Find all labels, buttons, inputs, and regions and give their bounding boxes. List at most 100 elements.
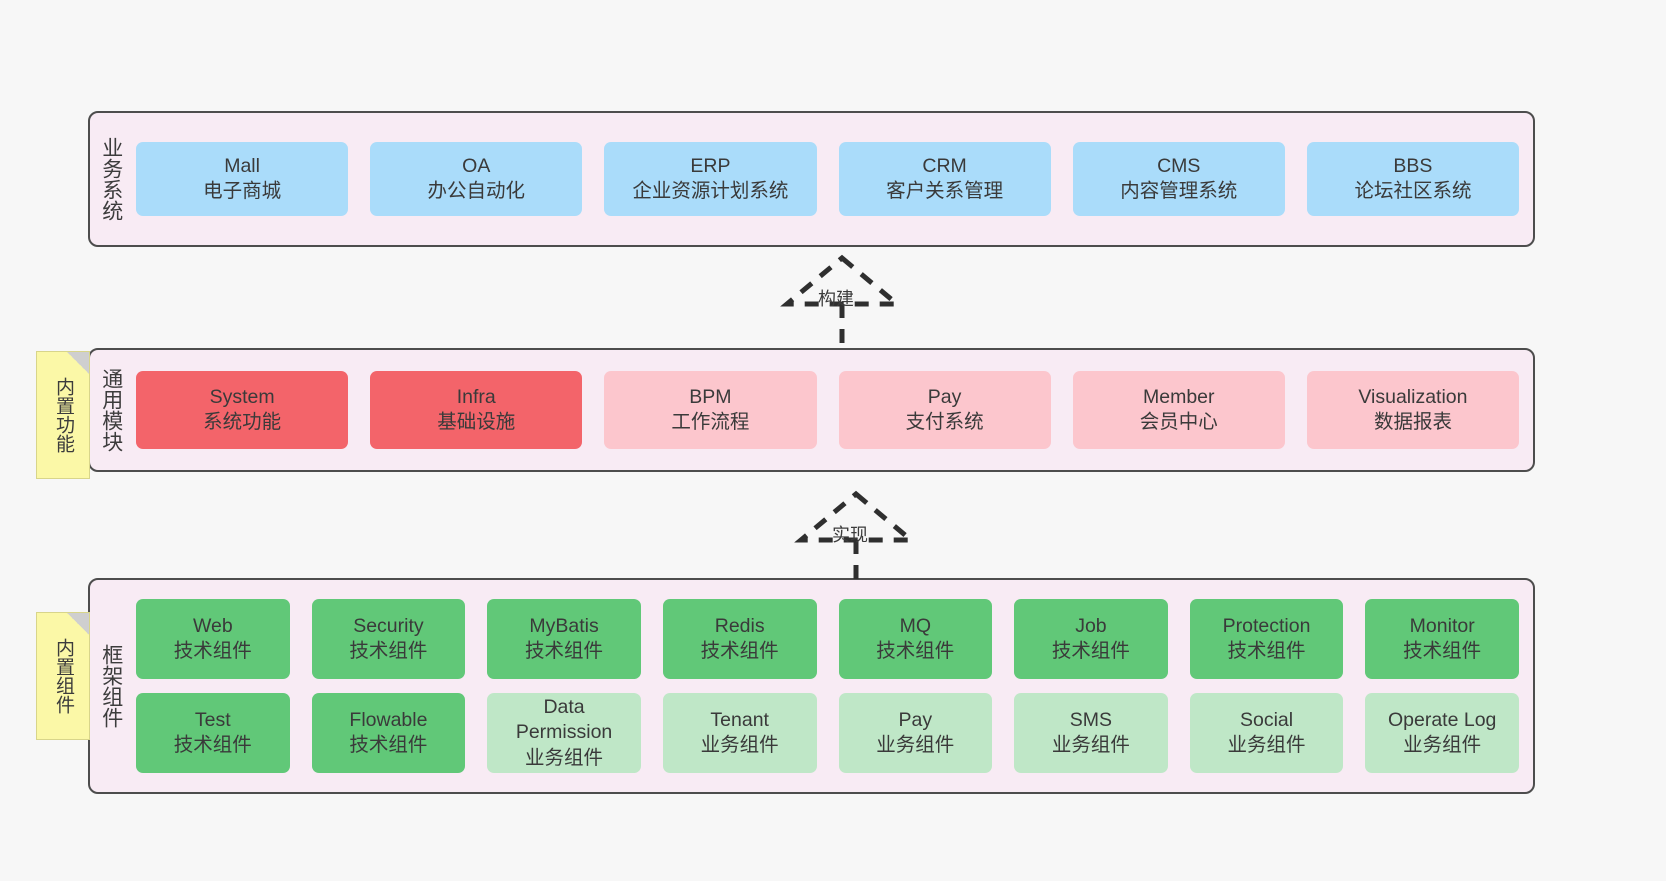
card-test[interactable]: Test 技术组件 xyxy=(136,693,290,773)
card-cms-title: CMS xyxy=(1157,154,1201,177)
card-tenant-title: Tenant xyxy=(710,708,769,731)
card-test-subtitle: 技术组件 xyxy=(173,734,252,756)
card-web[interactable]: Web 技术组件 xyxy=(136,599,290,679)
card-pay-module-title: Pay xyxy=(927,385,962,408)
card-sms[interactable]: SMS 业务组件 xyxy=(1014,693,1168,773)
card-mall[interactable]: Mall 电子商城 xyxy=(136,142,349,216)
card-test-title: Test xyxy=(194,708,231,731)
card-web-title: Web xyxy=(192,614,233,637)
card-monitor-title: Monitor xyxy=(1409,614,1475,637)
card-mybatis-title: MyBatis xyxy=(529,614,599,637)
card-data-permission-subtitle: 业务组件 xyxy=(525,746,604,769)
card-erp[interactable]: ERP 企业资源计划系统 xyxy=(604,142,817,216)
card-visualization[interactable]: Visualization 数据报表 xyxy=(1306,371,1520,449)
connector-build: 构建 xyxy=(752,252,932,348)
card-operate-log[interactable]: Operate Log 业务组件 xyxy=(1365,693,1519,773)
card-system[interactable]: System 系统功能 xyxy=(136,371,349,449)
card-crm-subtitle: 客户关系管理 xyxy=(886,180,1004,202)
connector-build-label: 构建 xyxy=(818,289,854,309)
card-mybatis-subtitle: 技术组件 xyxy=(525,640,604,662)
layer-common-modules-title: 通用模块 xyxy=(99,368,123,452)
module-card-row: System 系统功能 Infra 基础设施 BPM 工作流程 Pay 支付系统… xyxy=(136,371,1520,449)
framework-tech-row: Web 技术组件 Security 技术组件 MyBatis 技术组件 Redi… xyxy=(136,599,1519,679)
card-oa-subtitle: 办公自动化 xyxy=(427,180,526,202)
card-visualization-title: Visualization xyxy=(1358,385,1468,408)
card-bpm-title: BPM xyxy=(689,385,732,408)
card-system-title: System xyxy=(209,385,275,408)
layer-business-system: 业务系统 Mall 电子商城 OA 办公自动化 ERP 企业资源计划系统 CRM xyxy=(88,111,1535,247)
card-mq[interactable]: MQ 技术组件 xyxy=(838,599,993,679)
card-protection-subtitle: 技术组件 xyxy=(1227,640,1306,662)
card-erp-title: ERP xyxy=(690,154,731,177)
card-tenant[interactable]: Tenant 业务组件 xyxy=(662,693,817,773)
connector-implement-label: 实现 xyxy=(832,525,868,545)
card-job-title: Job xyxy=(1075,614,1107,637)
note-builtin-function: 内置功能 xyxy=(36,351,90,479)
card-security[interactable]: Security 技术组件 xyxy=(311,599,466,679)
card-pay-module-subtitle: 支付系统 xyxy=(905,411,984,433)
card-redis[interactable]: Redis 技术组件 xyxy=(662,599,817,679)
card-member-title: Member xyxy=(1143,385,1215,408)
note-builtin-function-text: 内置功能 xyxy=(53,377,75,453)
card-cms[interactable]: CMS 内容管理系统 xyxy=(1072,142,1285,216)
layer-framework-components-body: Web 技术组件 Security 技术组件 MyBatis 技术组件 Redi… xyxy=(132,580,1533,792)
card-protection[interactable]: Protection 技术组件 xyxy=(1189,599,1344,679)
card-mq-title: MQ xyxy=(899,614,932,637)
card-visualization-subtitle: 数据报表 xyxy=(1373,411,1452,433)
card-job[interactable]: Job 技术组件 xyxy=(1014,599,1168,679)
card-protection-title: Protection xyxy=(1222,614,1311,637)
card-infra-subtitle: 基础设施 xyxy=(437,411,516,433)
card-mall-subtitle: 电子商城 xyxy=(203,180,282,202)
note-builtin-component: 内置组件 xyxy=(36,612,90,740)
card-pay-module[interactable]: Pay 支付系统 xyxy=(838,371,1051,449)
card-crm-title: CRM xyxy=(922,154,967,177)
card-monitor-subtitle: 技术组件 xyxy=(1403,640,1482,662)
connector-implement: 实现 xyxy=(766,488,946,584)
card-social-subtitle: 业务组件 xyxy=(1227,734,1306,756)
card-oa[interactable]: OA 办公自动化 xyxy=(370,142,583,216)
card-flowable-title: Flowable xyxy=(349,708,428,731)
card-security-title: Security xyxy=(353,614,424,637)
card-social[interactable]: Social 业务组件 xyxy=(1189,693,1344,773)
note-builtin-component-text: 内置组件 xyxy=(53,638,75,714)
card-pay-component-title: Pay xyxy=(898,708,933,731)
card-infra[interactable]: Infra 基础设施 xyxy=(370,371,583,449)
layer-business-system-title: 业务系统 xyxy=(99,137,123,221)
card-pay-component-subtitle: 业务组件 xyxy=(876,734,955,756)
card-web-subtitle: 技术组件 xyxy=(173,640,252,662)
card-pay-component[interactable]: Pay 业务组件 xyxy=(838,693,993,773)
card-redis-subtitle: 技术组件 xyxy=(700,640,779,662)
layer-common-modules-body: System 系统功能 Infra 基础设施 BPM 工作流程 Pay 支付系统… xyxy=(132,350,1533,470)
card-data-permission[interactable]: Data Permission 业务组件 xyxy=(487,693,641,773)
card-monitor[interactable]: Monitor 技术组件 xyxy=(1365,599,1519,679)
card-oa-title: OA xyxy=(462,154,491,177)
card-bbs-title: BBS xyxy=(1393,154,1433,177)
business-card-row: Mall 电子商城 OA 办公自动化 ERP 企业资源计划系统 CRM 客户关系… xyxy=(136,142,1520,216)
card-mq-subtitle: 技术组件 xyxy=(876,640,955,662)
card-redis-title: Redis xyxy=(714,614,765,637)
card-system-subtitle: 系统功能 xyxy=(203,411,282,433)
card-data-permission-title: Data Permission xyxy=(515,695,613,744)
layer-common-modules: 通用模块 System 系统功能 Infra 基础设施 BPM 工作流程 Pay xyxy=(88,348,1535,472)
card-member-subtitle: 会员中心 xyxy=(1139,411,1218,433)
card-social-title: Social xyxy=(1240,708,1294,731)
card-tenant-subtitle: 业务组件 xyxy=(700,734,779,756)
card-member[interactable]: Member 会员中心 xyxy=(1072,371,1285,449)
layer-framework-components: 框架组件 Web 技术组件 Security 技术组件 MyBatis 技术组件… xyxy=(88,578,1535,794)
card-security-subtitle: 技术组件 xyxy=(349,640,428,662)
card-sms-title: SMS xyxy=(1069,708,1113,731)
card-operate-log-title: Operate Log xyxy=(1387,708,1497,731)
card-flowable[interactable]: Flowable 技术组件 xyxy=(311,693,466,773)
layer-business-system-body: Mall 电子商城 OA 办公自动化 ERP 企业资源计划系统 CRM 客户关系… xyxy=(132,113,1533,245)
card-flowable-subtitle: 技术组件 xyxy=(349,734,428,756)
card-bbs-subtitle: 论坛社区系统 xyxy=(1354,180,1472,202)
card-crm[interactable]: CRM 客户关系管理 xyxy=(838,142,1051,216)
layer-framework-components-title: 框架组件 xyxy=(99,644,123,728)
card-bbs[interactable]: BBS 论坛社区系统 xyxy=(1306,142,1520,216)
card-mybatis[interactable]: MyBatis 技术组件 xyxy=(487,599,641,679)
card-bpm-subtitle: 工作流程 xyxy=(671,411,750,433)
card-cms-subtitle: 内容管理系统 xyxy=(1120,180,1238,202)
card-operate-log-subtitle: 业务组件 xyxy=(1403,734,1482,756)
card-bpm[interactable]: BPM 工作流程 xyxy=(604,371,817,449)
